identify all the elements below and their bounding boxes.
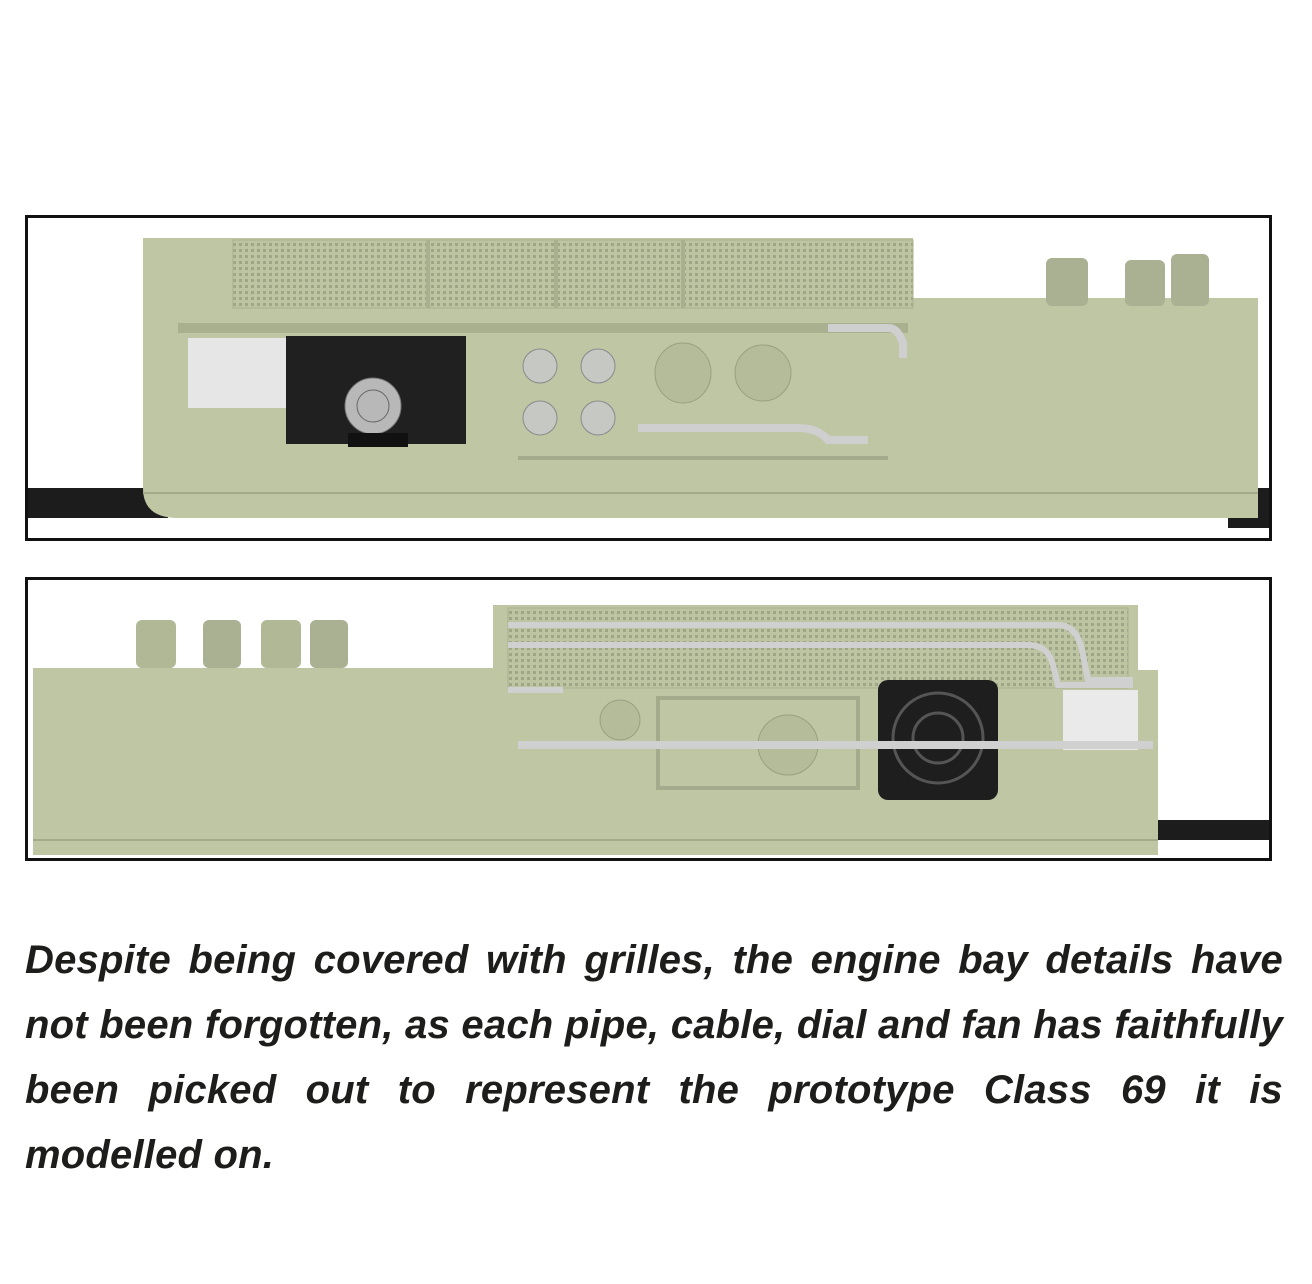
model-locomotive-side-a <box>28 238 1269 528</box>
engine-bay-photo-top <box>25 215 1272 541</box>
engine-bay-photo-bottom <box>25 577 1272 861</box>
model-locomotive-side-b <box>33 605 1269 855</box>
photo-caption: Despite being covered with grilles, the … <box>25 938 1283 1177</box>
